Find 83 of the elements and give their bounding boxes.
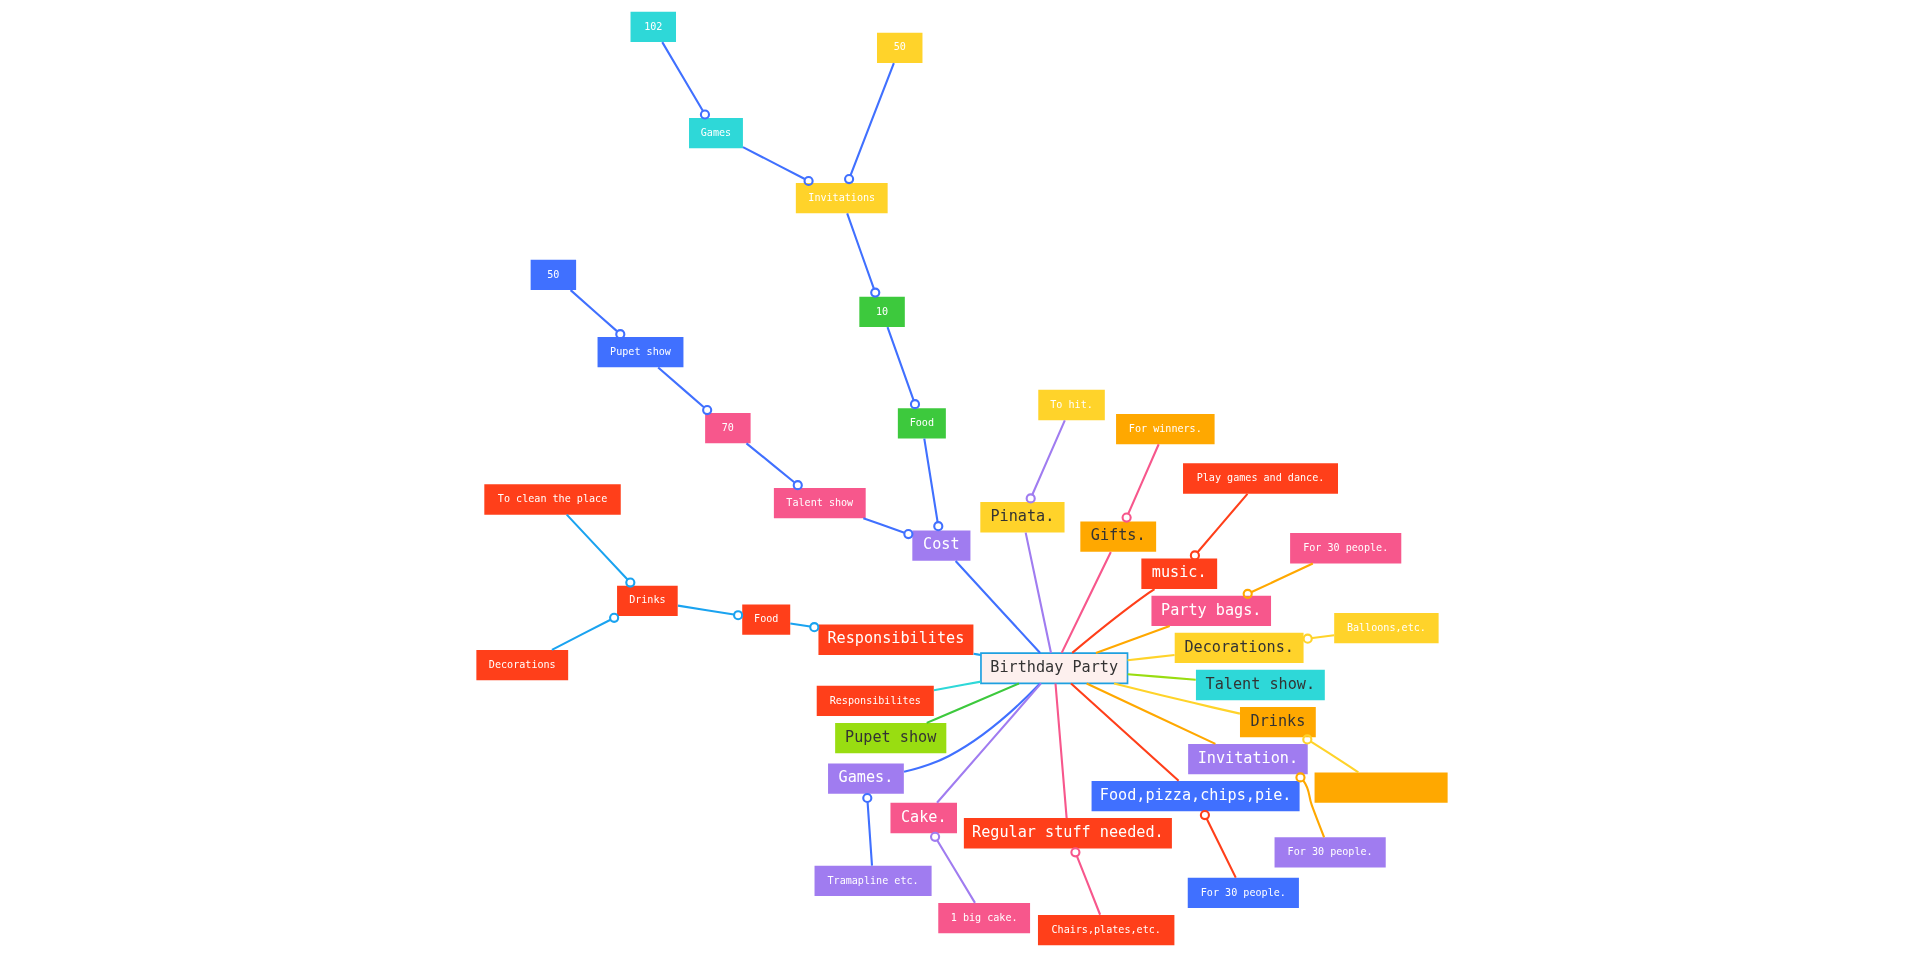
node-box: To hit.	[1038, 389, 1105, 421]
connector	[1189, 493, 1249, 561]
connector	[745, 442, 803, 491]
node-box: Play games and dance.	[1183, 463, 1338, 494]
connector	[926, 682, 1020, 724]
connector	[1242, 562, 1314, 599]
node-box: Regular stuff needed.	[963, 818, 1172, 849]
node-box: Food	[897, 408, 946, 439]
node-box: Decorations	[476, 649, 569, 681]
connector	[1113, 682, 1241, 715]
connector	[790, 622, 820, 633]
connector	[930, 831, 976, 904]
node-box: Food,pizza,chips,pie.	[1091, 781, 1300, 812]
connector	[1086, 682, 1216, 745]
connector	[954, 560, 1041, 654]
node-box: 10	[859, 296, 905, 328]
node-box: Pupet show	[835, 722, 947, 754]
connector	[1071, 588, 1156, 654]
connector	[1302, 734, 1359, 774]
connector	[1060, 551, 1112, 654]
node-box: Games.	[828, 763, 904, 794]
node-box: Decorations.	[1174, 632, 1304, 664]
node-box: Gifts.	[1080, 521, 1157, 552]
node-box: 1 big cake.	[938, 902, 1031, 934]
connector	[903, 682, 1041, 773]
connector	[1025, 419, 1066, 504]
connector	[1054, 683, 1068, 819]
connector	[742, 146, 814, 187]
node-box: 50	[877, 32, 923, 63]
node-box: Party bags.	[1151, 595, 1272, 626]
node-box: Tramapline etc.	[814, 865, 932, 897]
connector	[657, 366, 713, 416]
connector	[569, 289, 626, 340]
node-box: Birthday Party	[980, 652, 1129, 685]
connector	[862, 792, 874, 866]
node-box: Responsibilites	[818, 624, 974, 655]
node-box: Invitation.	[1188, 743, 1308, 775]
connector	[973, 652, 982, 657]
node-box: Cost	[912, 530, 971, 561]
connector	[844, 62, 895, 185]
node-box	[1314, 772, 1448, 803]
connector	[551, 612, 620, 651]
connector	[1095, 625, 1171, 654]
connector	[1024, 532, 1053, 654]
node-box: For 30 people.	[1290, 533, 1402, 564]
node-box: Talent show	[773, 487, 866, 519]
node-box: 70	[705, 413, 751, 444]
connector	[1302, 633, 1335, 644]
connector	[923, 438, 944, 532]
node-box: music.	[1141, 558, 1218, 589]
connector	[936, 682, 1042, 804]
node-box: 102	[630, 11, 676, 43]
connector	[565, 513, 636, 588]
connector	[863, 517, 914, 540]
node-box: Balloons,etc.	[1334, 613, 1439, 644]
connector	[1295, 772, 1326, 838]
connector	[1070, 847, 1102, 916]
connector	[1127, 653, 1175, 662]
connector	[1121, 443, 1160, 523]
connector	[1127, 673, 1196, 681]
node-box: For winners.	[1116, 413, 1215, 445]
node-box: 50	[530, 259, 577, 291]
connector	[886, 326, 921, 410]
connector	[661, 41, 711, 120]
node-box: Talent show.	[1195, 669, 1325, 701]
node-box: To clean the place	[484, 484, 621, 515]
node-box: For 30 people.	[1187, 877, 1299, 909]
connector	[933, 680, 982, 692]
node-box: Pinata.	[980, 502, 1065, 533]
node-box: Chairs,plates,etc.	[1037, 914, 1175, 946]
connector	[846, 213, 881, 298]
node-box: Invitations	[795, 182, 888, 214]
node-box: Games	[689, 118, 743, 149]
node-box: Food	[742, 604, 791, 635]
node-box: For 30 people.	[1274, 837, 1386, 868]
node-box: Pupet show	[597, 336, 684, 368]
node-box: Cake.	[890, 802, 957, 834]
connector	[677, 604, 744, 621]
node-box: Responsibilites	[816, 685, 934, 717]
connector	[1199, 809, 1237, 879]
connector	[1070, 682, 1180, 782]
node-box: Drinks	[617, 585, 678, 616]
node-box: Drinks	[1240, 706, 1316, 738]
